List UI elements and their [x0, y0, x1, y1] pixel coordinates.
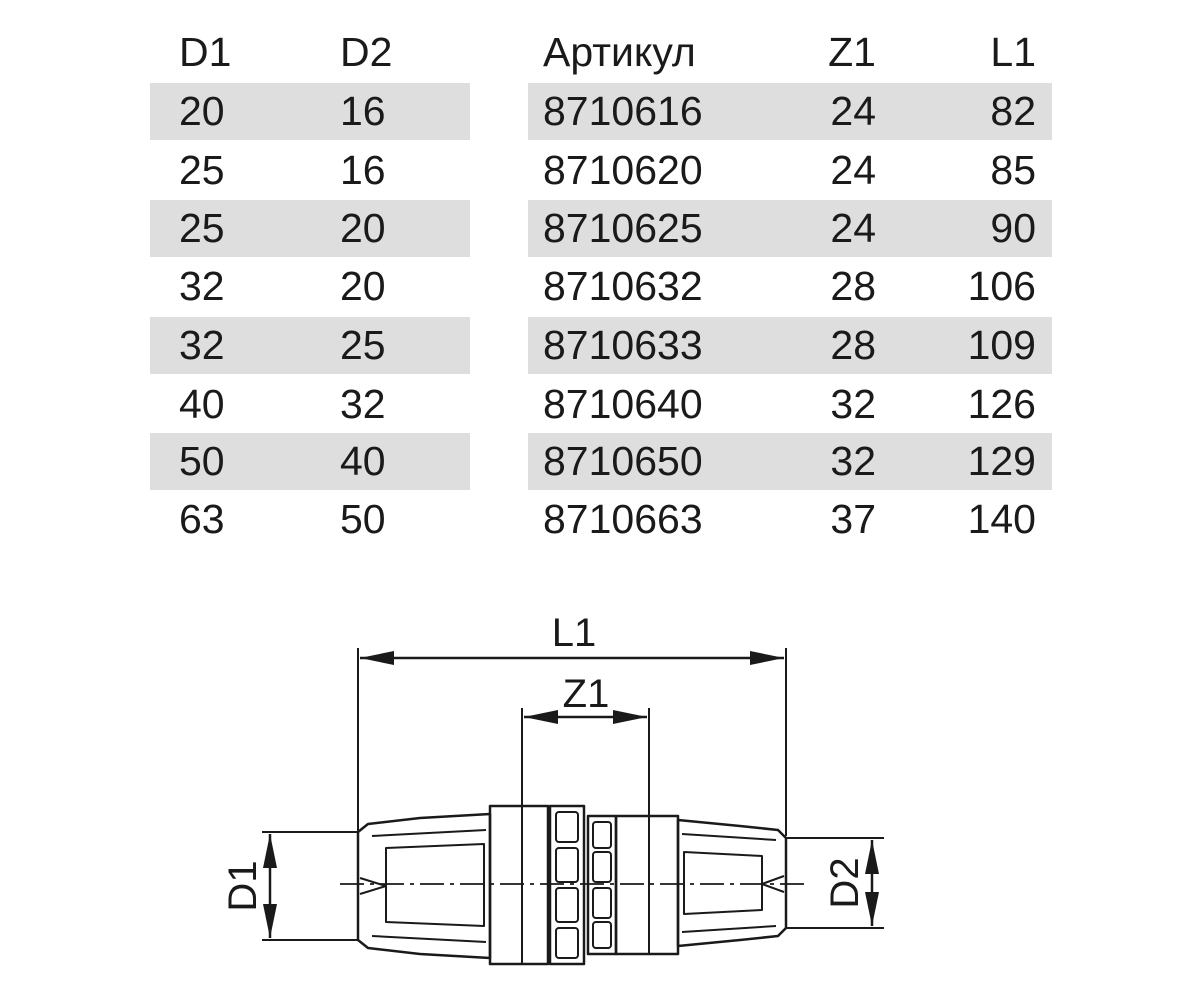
cell-l1: 109	[967, 322, 1036, 368]
cell-article: 8710640	[543, 381, 703, 427]
cell-d1: 50	[179, 438, 225, 484]
cell-d1: 25	[179, 147, 225, 193]
cell-d1: 32	[179, 263, 225, 309]
ring-segment	[592, 921, 612, 949]
cell-l1: 129	[967, 438, 1036, 484]
cell-article: 8710633	[543, 322, 703, 368]
header-d2: D2	[340, 29, 393, 75]
cell-z1: 32	[830, 438, 876, 484]
table-row: 25 20 8710625 24 90	[0, 200, 1200, 257]
cell-d2: 25	[340, 322, 386, 368]
header-l1: L1	[990, 29, 1036, 75]
cell-l1: 85	[990, 147, 1036, 193]
cell-l1: 140	[967, 496, 1036, 542]
cell-d2: 20	[340, 263, 386, 309]
table-row: 20 16 8710616 24 82	[0, 83, 1200, 140]
cell-article: 8710663	[543, 496, 703, 542]
ring-segment	[592, 851, 612, 883]
cell-d1: 40	[179, 381, 225, 427]
ring-segment	[592, 821, 612, 849]
left-sleeve	[488, 804, 550, 966]
cell-z1: 28	[830, 263, 876, 309]
dimension-d1: D1	[221, 831, 358, 941]
table-row: 40 32 8710640 32 126	[0, 376, 1200, 433]
label-d2: D2	[823, 857, 867, 908]
cell-d1: 32	[179, 322, 225, 368]
left-grip-tooth	[359, 877, 387, 895]
cell-l1: 106	[967, 263, 1036, 309]
label-l1: L1	[552, 611, 597, 655]
cell-z1: 24	[830, 205, 876, 251]
label-z1: Z1	[563, 672, 610, 716]
row-shading	[150, 317, 470, 374]
ring-segment	[555, 847, 579, 883]
row-shading	[150, 83, 470, 140]
cell-article: 8710616	[543, 88, 703, 134]
ring-segment	[555, 927, 579, 959]
left-nut-edge	[371, 935, 487, 943]
cell-z1: 24	[830, 147, 876, 193]
cell-l1: 82	[990, 88, 1036, 134]
right-insert	[683, 851, 763, 915]
cell-d1: 63	[179, 496, 225, 542]
cell-l1: 126	[967, 381, 1036, 427]
right-nut	[676, 818, 788, 948]
left-nut-edge	[371, 829, 487, 837]
cell-z1: 28	[830, 322, 876, 368]
row-shading	[528, 433, 1052, 490]
header-d1: D1	[179, 29, 232, 75]
ring-segment	[592, 887, 612, 919]
right-nut-edge	[681, 925, 777, 933]
dimension-l1: L1	[357, 611, 787, 836]
cell-z1: 37	[830, 496, 876, 542]
table-row: 25 16 8710620 24 85	[0, 142, 1200, 199]
cell-d1: 20	[179, 88, 225, 134]
cell-article: 8710650	[543, 438, 703, 484]
dimension-z1: Z1	[521, 672, 650, 818]
coupling-body	[356, 804, 788, 966]
table-header-row: D1 D2 Артикул Z1 L1	[0, 24, 1200, 81]
dimensions-table: D1 D2 Артикул Z1 L1 20 16 8710616 24 82 …	[0, 24, 1200, 554]
cell-article: 8710625	[543, 205, 703, 251]
header-z1: Z1	[828, 29, 876, 75]
cell-d2: 20	[340, 205, 386, 251]
table-row: 63 50 8710663 37 140	[0, 491, 1200, 548]
cell-article: 8710632	[543, 263, 703, 309]
row-shading	[528, 317, 1052, 374]
dimension-d2: D2	[786, 837, 884, 929]
cell-d2: 50	[340, 496, 386, 542]
ring-segment	[555, 887, 579, 923]
cell-z1: 24	[830, 88, 876, 134]
row-shading	[150, 433, 470, 490]
row-shading	[528, 83, 1052, 140]
table-row: 32 25 8710633 28 109	[0, 317, 1200, 374]
row-shading	[528, 200, 1052, 257]
cell-d2: 16	[340, 88, 386, 134]
right-sleeve	[614, 814, 680, 956]
cell-l1: 90	[990, 205, 1036, 251]
cell-d2: 32	[340, 381, 386, 427]
cell-z1: 32	[830, 381, 876, 427]
right-nut-edge	[681, 833, 777, 841]
label-d1: D1	[221, 860, 265, 911]
cell-d1: 25	[179, 205, 225, 251]
header-article: Артикул	[543, 29, 696, 75]
ring-segment	[555, 811, 579, 843]
left-insert	[385, 843, 485, 927]
center-ring-left	[548, 804, 586, 966]
row-shading	[150, 200, 470, 257]
cell-d2: 16	[340, 147, 386, 193]
cell-d2: 40	[340, 438, 386, 484]
table-row: 50 40 8710650 32 129	[0, 433, 1200, 490]
table-row: 32 20 8710632 28 106	[0, 258, 1200, 315]
cell-article: 8710620	[543, 147, 703, 193]
